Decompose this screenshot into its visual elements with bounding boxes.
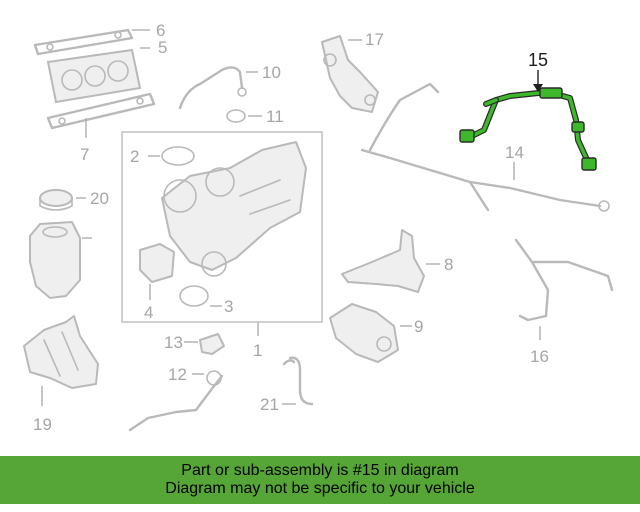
banner-line-1: Part or sub-assembly is #15 in diagram [181, 462, 459, 479]
parts-diagram: 6 5 7 10 11 17 14 [23, 21, 614, 434]
part-3-ring [179, 285, 209, 307]
part-5-manifold-gasket [47, 49, 141, 103]
callout-20: 20 [90, 189, 109, 208]
callout-3: 3 [224, 297, 233, 316]
part-1-turbocharger [161, 141, 307, 277]
part-11-oring [226, 109, 246, 123]
callout-6: 6 [156, 21, 165, 40]
callout-1: 1 [253, 341, 262, 360]
part-13-clamp [199, 333, 225, 355]
part-10-pipe [178, 66, 247, 110]
callout-21: 21 [260, 395, 279, 414]
part-16-pipe [514, 238, 614, 322]
callout-14: 14 [505, 143, 524, 162]
part-2-ring [161, 146, 195, 166]
callout-9: 9 [414, 317, 423, 336]
callout-13: 13 [164, 333, 183, 352]
callout-2: 2 [130, 147, 139, 166]
part-20-cap [39, 189, 73, 211]
part-9-mount [329, 303, 399, 363]
part-17-bracket [321, 35, 379, 113]
part-19-bracket [23, 315, 99, 389]
callout-17: 17 [365, 30, 384, 49]
callout-15: 15 [528, 50, 548, 70]
part-12-pipe [128, 370, 224, 432]
part-6-gasket [33, 28, 134, 56]
callout-12: 12 [168, 365, 187, 384]
callout-8: 8 [444, 255, 453, 274]
part-14-pipe [360, 82, 610, 212]
callout-16: 16 [530, 347, 549, 366]
callout-4: 4 [144, 303, 153, 322]
assembly-box [121, 131, 323, 323]
info-banner: Part or sub-assembly is #15 in diagram D… [0, 456, 640, 504]
banner-line-2: Diagram may not be specific to your vehi… [165, 480, 475, 497]
part-8-bracket [341, 229, 425, 293]
callout-7: 7 [80, 145, 89, 164]
part-15-pipe-highlighted [459, 87, 597, 171]
callout-10: 10 [262, 63, 281, 82]
callout-11: 11 [266, 107, 284, 126]
part-18-reservoir [29, 221, 81, 299]
part-21-hose [282, 356, 314, 406]
part-4-actuator [139, 243, 175, 283]
callout-19: 19 [33, 415, 52, 434]
callout-5: 5 [158, 38, 167, 57]
part-7-strip [46, 92, 156, 130]
